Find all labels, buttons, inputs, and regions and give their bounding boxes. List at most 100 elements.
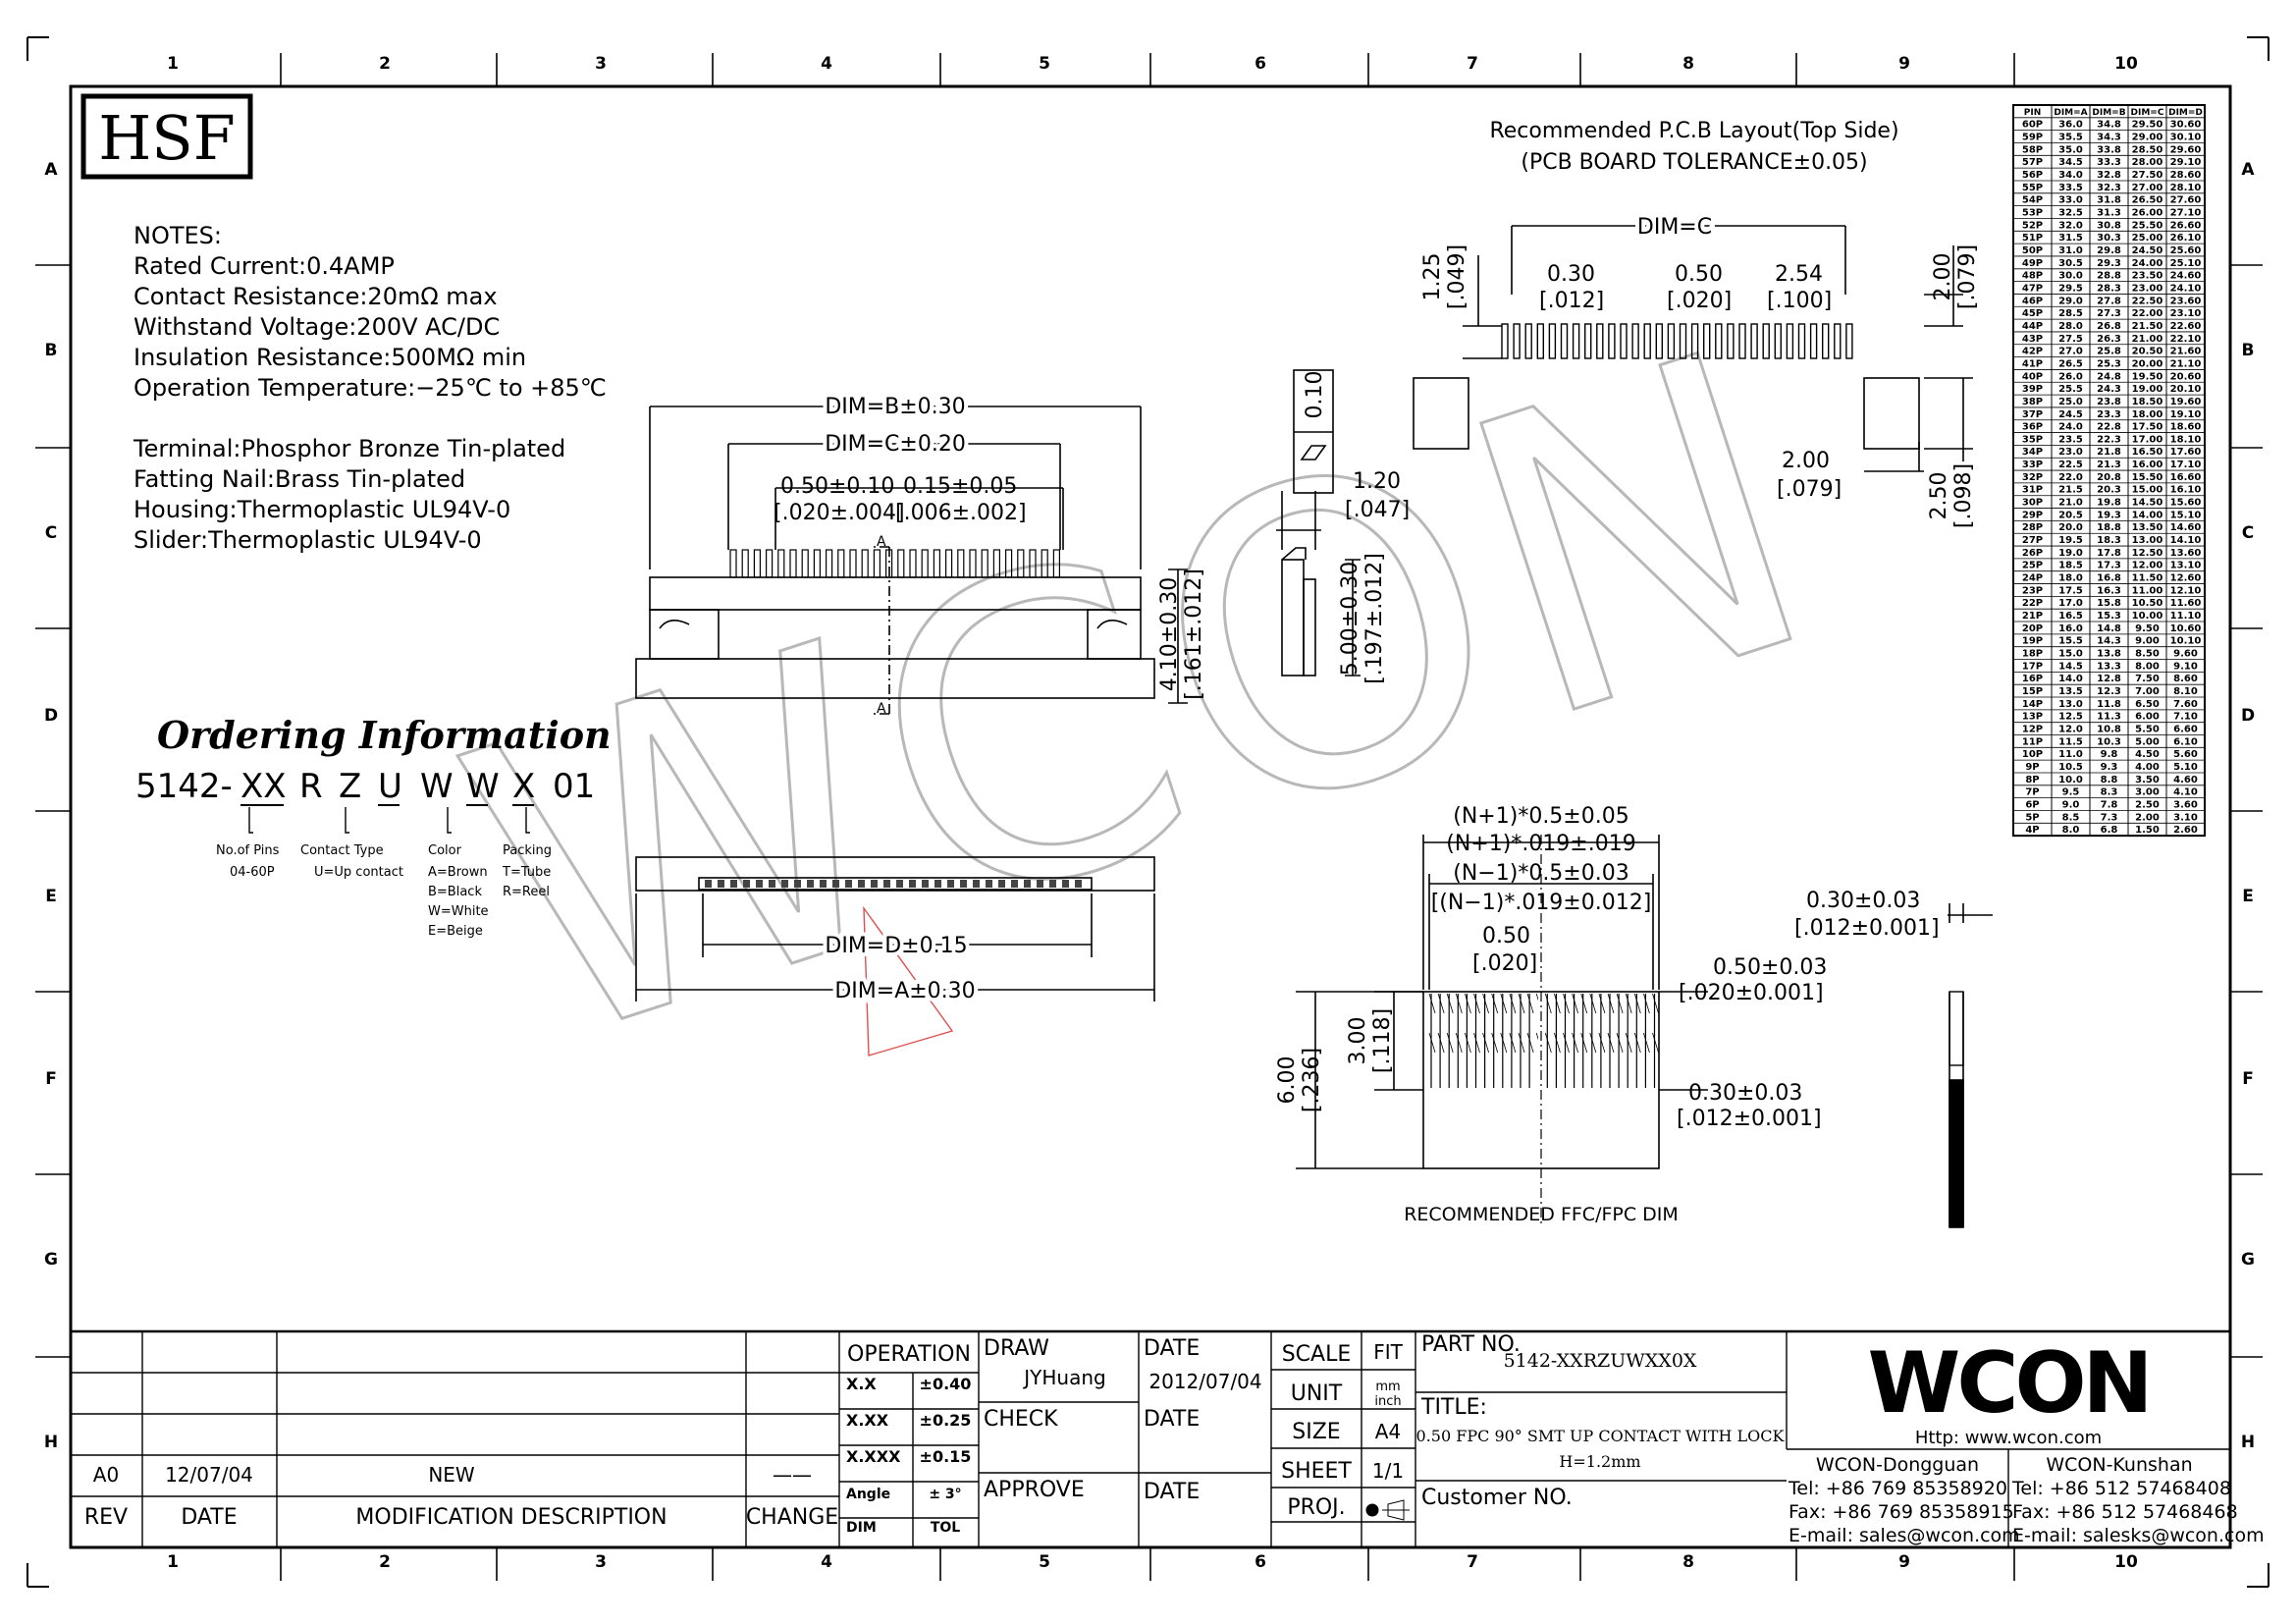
table-cell: 15.00 bbox=[2132, 485, 2163, 496]
svg-text:OPERATION: OPERATION bbox=[847, 1342, 971, 1367]
svg-text:CHANGE: CHANGE bbox=[746, 1505, 838, 1530]
table-cell: 22.3 bbox=[2097, 434, 2121, 445]
table-cell: 34P bbox=[2022, 447, 2043, 458]
table-cell: 47P bbox=[2022, 283, 2043, 294]
note-line: NOTES: bbox=[133, 222, 222, 249]
table-cell: 15.60 bbox=[2170, 498, 2202, 509]
table-cell: 12P bbox=[2022, 725, 2043, 735]
svg-text:A4: A4 bbox=[1375, 1420, 1401, 1443]
table-cell: 15.0 bbox=[2058, 649, 2083, 660]
table-cell: 20.60 bbox=[2170, 371, 2202, 382]
table-cell: 27.3 bbox=[2097, 308, 2121, 319]
svg-text:0.50: 0.50 bbox=[1482, 924, 1530, 948]
table-cell: 13.3 bbox=[2097, 661, 2121, 672]
table-cell: 7.10 bbox=[2173, 712, 2198, 723]
table-header: DIM=B bbox=[2092, 108, 2125, 118]
order-legend-line: U=Up contact bbox=[314, 865, 403, 880]
svg-text:12/07/04: 12/07/04 bbox=[165, 1463, 253, 1487]
order-code-part: Z bbox=[339, 767, 361, 806]
table-cell: 8.0 bbox=[2062, 825, 2080, 836]
svg-text:WCON: WCON bbox=[419, 260, 1868, 1140]
tol-label: X.X bbox=[846, 1375, 877, 1393]
table-cell: 16.60 bbox=[2170, 472, 2202, 483]
frame-col-label: 5 bbox=[1039, 54, 1050, 74]
table-cell: 24.60 bbox=[2170, 271, 2202, 282]
table-header: DIM=C bbox=[2131, 108, 2164, 118]
bottom-view-dims: DIM=D±0.15 DIM=A±0.30 bbox=[821, 930, 979, 1007]
svg-text:[.100]: [.100] bbox=[1767, 289, 1832, 313]
frame-row-label: F bbox=[45, 1069, 57, 1089]
table-cell: 29.3 bbox=[2097, 258, 2121, 269]
frame-col-label: 1 bbox=[167, 54, 179, 74]
table-cell: 34.8 bbox=[2097, 120, 2121, 131]
table-cell: 13.10 bbox=[2170, 561, 2202, 571]
svg-text:E-mail: salesks@wcon.com: E-mail: salesks@wcon.com bbox=[2012, 1525, 2265, 1546]
table-cell: 46P bbox=[2022, 296, 2043, 306]
table-cell: 25.50 bbox=[2132, 220, 2163, 231]
svg-text:[.079]: [.079] bbox=[1955, 244, 1980, 309]
table-cell: 30.8 bbox=[2097, 220, 2121, 231]
table-cell: 8.00 bbox=[2135, 661, 2160, 672]
order-code-part: U bbox=[378, 767, 402, 806]
tol-value: ±0.40 bbox=[920, 1375, 972, 1393]
table-cell: 18.00 bbox=[2132, 409, 2163, 420]
table-cell: 19.3 bbox=[2097, 510, 2121, 520]
table-cell: 15.3 bbox=[2097, 611, 2121, 622]
frame-col-label: 10 bbox=[2114, 54, 2138, 74]
table-cell: 8P bbox=[2025, 775, 2039, 785]
table-cell: 17P bbox=[2022, 661, 2043, 672]
svg-text:1.20: 1.20 bbox=[1353, 469, 1401, 494]
table-cell: 18.3 bbox=[2097, 535, 2121, 546]
order-legend-line: B=Black bbox=[428, 885, 482, 899]
svg-text:(N−1)*0.5±0.03: (N−1)*0.5±0.03 bbox=[1453, 861, 1629, 886]
table-cell: 16P bbox=[2022, 674, 2043, 684]
table-cell: 4.10 bbox=[2173, 787, 2198, 798]
order-legend-line: 04-60P bbox=[230, 865, 275, 880]
table-cell: 20.3 bbox=[2097, 485, 2121, 496]
table-cell: 4.60 bbox=[2173, 775, 2198, 785]
tol-value: ±0.15 bbox=[920, 1447, 972, 1466]
table-cell: 8.50 bbox=[2135, 649, 2160, 660]
svg-text:PROJ.: PROJ. bbox=[1287, 1495, 1345, 1520]
frame-row-label: H bbox=[44, 1433, 58, 1452]
table-cell: 18.5 bbox=[2058, 561, 2083, 571]
note-line: Rated Current:0.4AMP bbox=[133, 252, 395, 280]
table-cell: 3.10 bbox=[2173, 812, 2198, 823]
svg-text:0.50±0.10: 0.50±0.10 bbox=[780, 474, 894, 499]
table-cell: 9.10 bbox=[2173, 661, 2198, 672]
table-cell: 32P bbox=[2022, 472, 2043, 483]
table-cell: 33.5 bbox=[2058, 183, 2083, 193]
table-cell: 22.0 bbox=[2058, 472, 2083, 483]
frame-row-label: H bbox=[2241, 1433, 2255, 1452]
table-cell: 28.0 bbox=[2058, 321, 2083, 332]
svg-text:WCON-Dongguan: WCON-Dongguan bbox=[1816, 1454, 1979, 1476]
table-cell: 17.60 bbox=[2170, 447, 2202, 458]
bottom-view bbox=[635, 856, 1155, 1056]
order-legend-line: R=Reel bbox=[503, 885, 550, 899]
svg-text:DIM=B±0.30: DIM=B±0.30 bbox=[825, 395, 965, 419]
table-cell: 32.5 bbox=[2058, 207, 2083, 218]
svg-text:2012/07/04: 2012/07/04 bbox=[1148, 1370, 1261, 1393]
table-cell: 24.8 bbox=[2097, 371, 2121, 382]
ffc-dimension-text: (N+1)*0.5±0.05 (N+1)*.019±.019 (N−1)*0.5… bbox=[1275, 804, 1940, 1225]
svg-text:DIM=C: DIM=C bbox=[1637, 215, 1712, 240]
svg-text:RECOMMENDED FFC/FPC DIM: RECOMMENDED FFC/FPC DIM bbox=[1404, 1204, 1679, 1225]
table-cell: 5.50 bbox=[2135, 725, 2160, 735]
frame-col-label: 1 bbox=[167, 1552, 179, 1572]
table-cell: 16.3 bbox=[2097, 585, 2121, 596]
svg-text:——: —— bbox=[773, 1463, 812, 1487]
table-cell: 30.5 bbox=[2058, 258, 2083, 269]
table-cell: 17.10 bbox=[2170, 460, 2202, 470]
table-cell: 7.00 bbox=[2135, 686, 2160, 697]
table-cell: 24.0 bbox=[2058, 422, 2083, 433]
table-cell: 58P bbox=[2022, 144, 2043, 155]
table-cell: 11.3 bbox=[2097, 712, 2121, 723]
table-cell: 9.3 bbox=[2101, 762, 2118, 773]
table-cell: 44P bbox=[2022, 321, 2043, 332]
svg-text:DRAW: DRAW bbox=[984, 1336, 1049, 1361]
table-cell: 32.3 bbox=[2097, 183, 2121, 193]
svg-text:0.10: 0.10 bbox=[1303, 371, 1327, 419]
svg-text:[.118]: [.118] bbox=[1370, 1008, 1395, 1073]
